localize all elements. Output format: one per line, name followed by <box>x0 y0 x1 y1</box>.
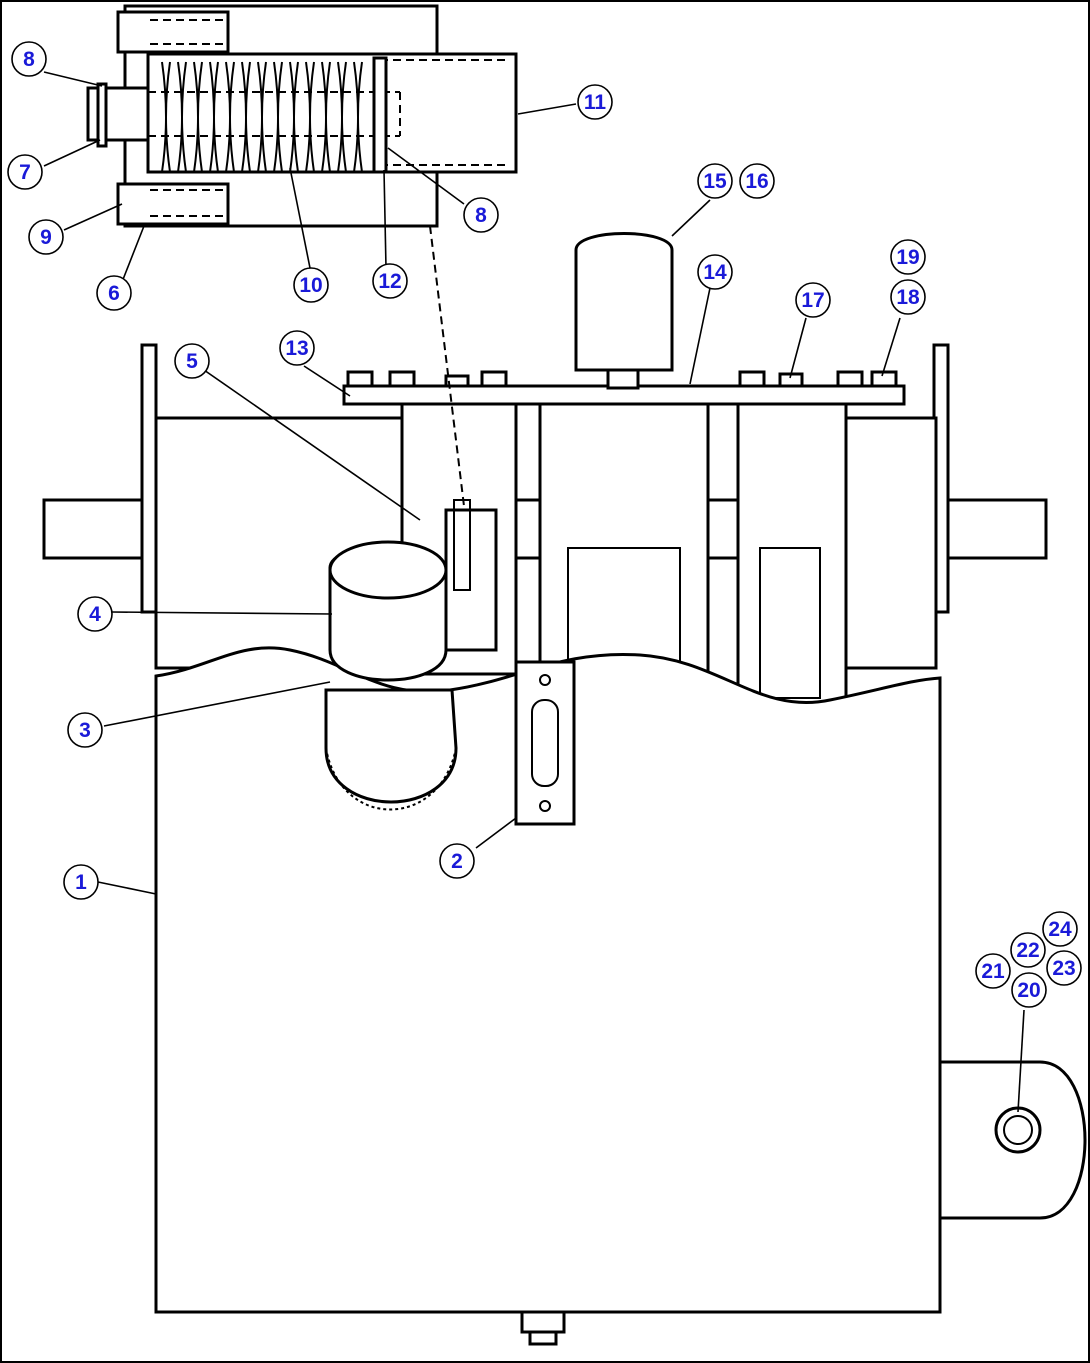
callout-9: 9 <box>28 219 64 255</box>
callout-3: 3 <box>67 712 103 748</box>
callout-9-label: 9 <box>40 226 52 249</box>
callout-20: 20 <box>1011 972 1047 1008</box>
callout-6: 6 <box>96 275 132 311</box>
callout-21: 21 <box>975 953 1011 989</box>
callout-1-label: 1 <box>75 871 87 894</box>
callout-4-label: 4 <box>89 603 101 626</box>
callout-8-upper: 8 <box>11 41 47 77</box>
callout-11: 11 <box>577 84 613 120</box>
callout-8-lower-label: 8 <box>475 204 487 227</box>
callout-18-label: 18 <box>896 286 920 309</box>
callout-14: 14 <box>697 254 733 290</box>
callout-3-label: 3 <box>79 719 91 742</box>
callout-24: 24 <box>1042 911 1078 947</box>
callout-24-label: 24 <box>1048 918 1072 941</box>
callout-14-label: 14 <box>703 261 727 284</box>
callout-7: 7 <box>7 154 43 190</box>
callout-5: 5 <box>174 343 210 379</box>
callout-10-label: 10 <box>299 274 322 297</box>
hydraulic-tank <box>42 232 1087 1346</box>
callout-5-label: 5 <box>186 350 198 373</box>
callout-8-upper-label: 8 <box>23 48 35 71</box>
callout-22: 22 <box>1010 932 1046 968</box>
callout-18: 18 <box>890 279 926 315</box>
callout-7-label: 7 <box>19 161 31 184</box>
callout-1: 1 <box>63 864 99 900</box>
callout-12-label: 12 <box>378 270 401 293</box>
leader-lines <box>43 71 1025 1113</box>
callout-11-label: 11 <box>584 91 607 114</box>
callout-23-label: 23 <box>1052 957 1075 980</box>
callout-17: 17 <box>795 282 831 318</box>
strainer-detail-inset <box>86 4 518 228</box>
callout-19: 19 <box>890 239 926 275</box>
callout-13: 13 <box>279 330 315 366</box>
callout-4: 4 <box>77 596 113 632</box>
callout-15: 15 <box>697 163 733 199</box>
callout-22-label: 22 <box>1016 939 1039 962</box>
callout-12: 12 <box>372 263 408 299</box>
callout-8-lower: 8 <box>463 197 499 233</box>
callout-21-label: 21 <box>981 960 1005 983</box>
callout-6-label: 6 <box>108 282 120 305</box>
callout-2: 2 <box>439 843 475 879</box>
callout-10: 10 <box>293 267 329 303</box>
callout-13-label: 13 <box>285 337 308 360</box>
callout-16-label: 16 <box>745 170 768 193</box>
callout-15-label: 15 <box>703 170 727 193</box>
callout-16: 16 <box>739 163 775 199</box>
callout-2-label: 2 <box>451 850 463 873</box>
callout-19-label: 19 <box>896 246 919 269</box>
callout-23: 23 <box>1046 950 1082 986</box>
callout-17-label: 17 <box>801 289 824 312</box>
callout-20-label: 20 <box>1017 979 1040 1002</box>
